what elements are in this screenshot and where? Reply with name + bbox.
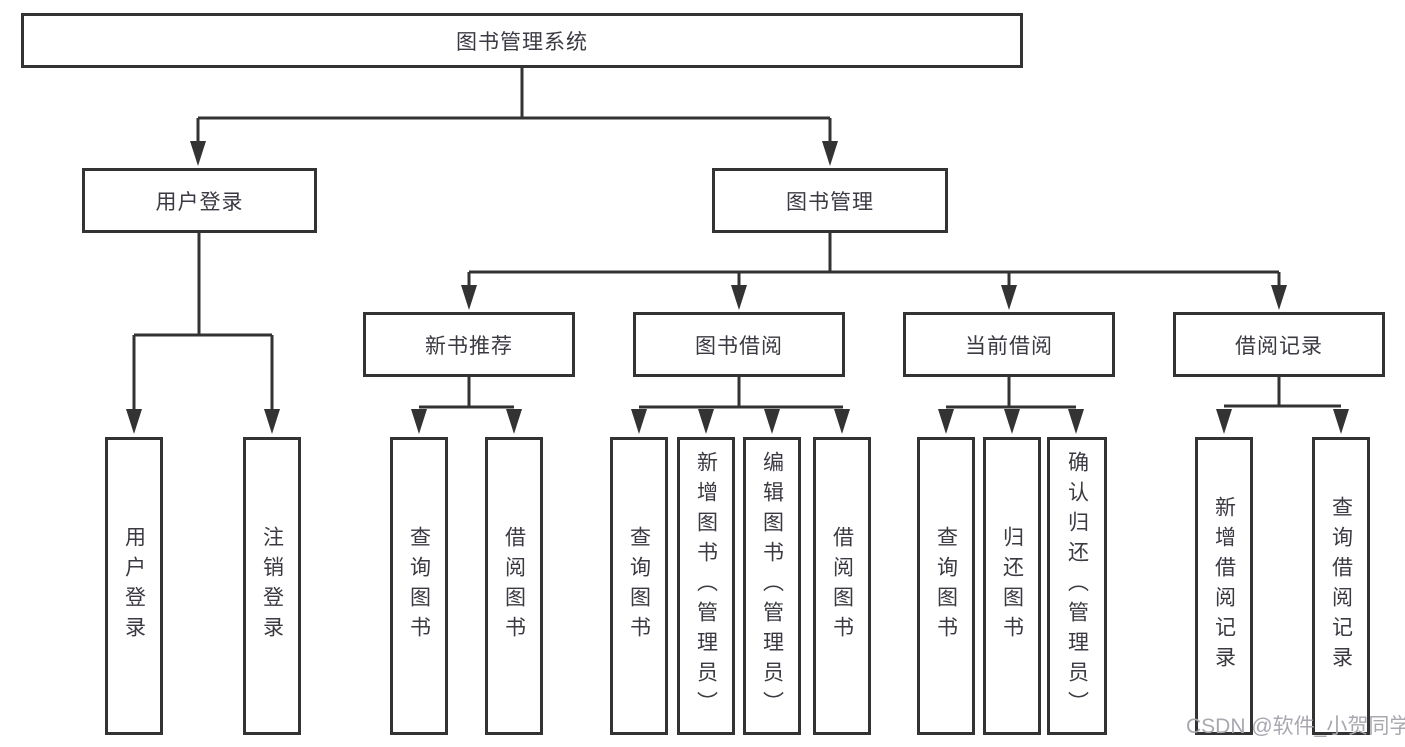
leaf-borrow-books-recommend: 借阅图书 xyxy=(485,437,543,735)
leaf-user-login-label: 用户登录 xyxy=(122,526,146,646)
arrow-down-icon xyxy=(1001,285,1017,310)
leaf-add-borrow-record: 新增借阅记录 xyxy=(1195,437,1253,735)
arrow-down-icon xyxy=(411,409,427,434)
leaf-query-books-current-label: 查询图书 xyxy=(934,526,958,646)
leaf-add-book-admin: 新增图书（管理员） xyxy=(677,437,735,735)
arrow-down-icon xyxy=(126,409,142,434)
connector-book-borrow-children xyxy=(631,377,850,434)
leaf-add-borrow-record-label: 新增借阅记录 xyxy=(1212,496,1236,676)
node-current-borrow-label: 当前借阅 xyxy=(965,334,1053,358)
leaf-query-borrow-record: 查询借阅记录 xyxy=(1312,437,1370,735)
arrow-down-icon xyxy=(264,409,280,434)
arrow-down-icon xyxy=(1216,409,1232,434)
arrow-down-icon xyxy=(631,409,647,434)
leaf-query-books-borrow-label: 查询图书 xyxy=(627,526,651,646)
leaf-return-book: 归还图书 xyxy=(983,437,1041,735)
arrow-down-icon xyxy=(1333,409,1349,434)
connector-borrow-record-children xyxy=(1216,377,1349,434)
arrow-down-icon xyxy=(1004,409,1020,434)
leaf-query-books-current: 查询图书 xyxy=(917,437,975,735)
leaf-confirm-return-admin-label: 确认归还（管理员） xyxy=(1065,451,1089,721)
arrow-down-icon xyxy=(834,409,850,434)
leaf-query-books-recommend: 查询图书 xyxy=(390,437,448,735)
arrow-down-icon xyxy=(1271,285,1287,310)
leaf-edit-book-admin: 编辑图书（管理员） xyxy=(743,437,801,735)
arrow-down-icon xyxy=(1068,409,1084,434)
node-root-label: 图书管理系统 xyxy=(456,30,588,54)
leaf-add-book-admin-label: 新增图书（管理员） xyxy=(694,451,718,721)
node-borrow-record-label: 借阅记录 xyxy=(1235,334,1323,358)
node-user-login: 用户登录 xyxy=(82,168,317,233)
arrow-down-icon xyxy=(731,285,747,310)
leaf-logout-login-label: 注销登录 xyxy=(260,526,284,646)
connector-current-borrow-children xyxy=(938,377,1084,434)
leaf-borrow-books-recommend-label: 借阅图书 xyxy=(502,526,526,646)
leaf-query-books-borrow: 查询图书 xyxy=(610,437,668,735)
watermark: CSDN @软件_小贺同学 xyxy=(1186,715,1405,738)
node-root: 图书管理系统 xyxy=(21,13,1023,68)
leaf-return-book-label: 归还图书 xyxy=(1000,526,1024,646)
node-new-book-recommend: 新书推荐 xyxy=(363,312,575,377)
node-new-book-recommend-label: 新书推荐 xyxy=(425,334,513,358)
node-book-borrow: 图书借阅 xyxy=(633,312,845,377)
arrow-down-icon xyxy=(506,409,522,434)
arrow-down-icon xyxy=(190,141,206,166)
connector-new-book-recommend-children xyxy=(411,377,522,434)
leaf-logout-login: 注销登录 xyxy=(243,437,301,735)
arrow-down-icon xyxy=(461,285,477,310)
arrow-down-icon xyxy=(938,409,954,434)
connector-user-login-children xyxy=(126,233,280,434)
connector-root-to-level2 xyxy=(190,68,838,166)
leaf-user-login: 用户登录 xyxy=(105,437,163,735)
arrow-down-icon xyxy=(698,409,714,434)
leaf-confirm-return-admin: 确认归还（管理员） xyxy=(1047,437,1107,735)
node-borrow-record: 借阅记录 xyxy=(1173,312,1385,377)
node-book-management-label: 图书管理 xyxy=(786,190,874,214)
leaf-borrow-books: 借阅图书 xyxy=(813,437,871,735)
node-current-borrow: 当前借阅 xyxy=(903,312,1115,377)
leaf-query-borrow-record-label: 查询借阅记录 xyxy=(1329,496,1353,676)
arrow-down-icon xyxy=(822,141,838,166)
connector-book-management-to-level3 xyxy=(461,233,1287,310)
node-user-login-label: 用户登录 xyxy=(155,190,244,214)
node-book-borrow-label: 图书借阅 xyxy=(695,334,783,358)
leaf-edit-book-admin-label: 编辑图书（管理员） xyxy=(760,451,784,721)
arrow-down-icon xyxy=(764,409,780,434)
leaf-query-books-recommend-label: 查询图书 xyxy=(407,526,431,646)
leaf-borrow-books-label: 借阅图书 xyxy=(830,526,854,646)
node-book-management: 图书管理 xyxy=(712,168,948,233)
